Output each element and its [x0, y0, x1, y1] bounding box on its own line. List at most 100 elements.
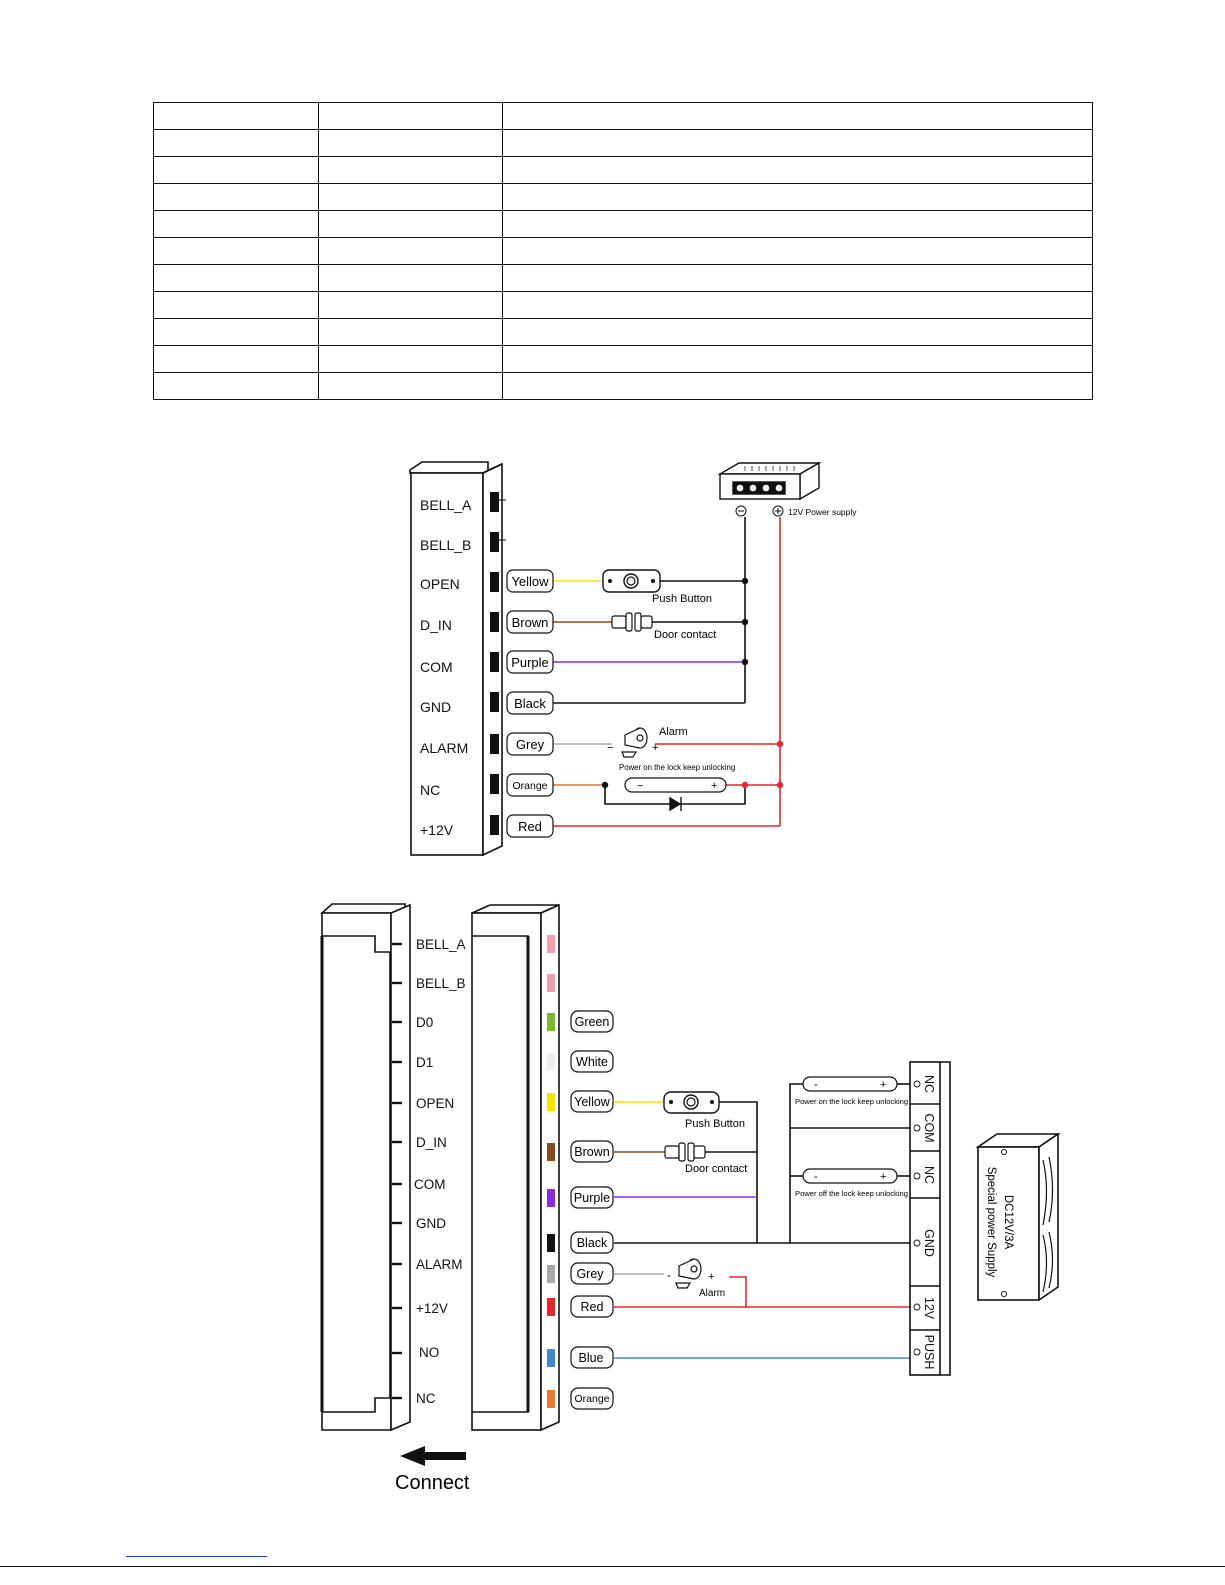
door-contact-label: Door contact: [654, 629, 716, 641]
wire-label-orange: Orange: [574, 1393, 609, 1405]
supply-terminal-block: [909, 1061, 951, 1376]
alarm-minus: -: [667, 1270, 671, 1282]
push-button-icon: [663, 1091, 720, 1114]
supply-term-label: 12V: [922, 1297, 936, 1320]
psu-description: Special power Supply: [985, 1167, 997, 1278]
table-row: [153, 210, 1093, 238]
table-cell: [502, 156, 1093, 184]
terminal-label: D1: [416, 1055, 433, 1070]
door-contact-label: Door contact: [685, 1163, 747, 1175]
table-row: [153, 372, 1093, 400]
power-supply-icon: [717, 461, 822, 501]
wire-label-white: White: [576, 1055, 608, 1069]
lock-on-label: Power on the lock keep unlocking: [795, 1097, 908, 1106]
wire-label-yellow: Yellow: [511, 574, 549, 589]
terminal-label: +12V: [420, 822, 454, 838]
table-cell: [318, 345, 503, 373]
terminal-label: BELL_A: [420, 497, 472, 513]
terminal-label: OPEN: [420, 576, 460, 592]
lock-plus: +: [880, 1079, 886, 1091]
lock-icon: − +: [624, 777, 727, 793]
table-cell: [318, 318, 503, 346]
wire-label-blue: Blue: [578, 1351, 603, 1365]
terminal-label: COM: [420, 659, 453, 675]
table-cell: [502, 102, 1093, 130]
lock-on-icon: - +: [802, 1076, 898, 1092]
lock-plus: +: [711, 780, 717, 792]
alarm-label: Alarm: [659, 726, 688, 738]
supply-term-label: GND: [922, 1229, 936, 1257]
terminal-blocks-1: [490, 492, 506, 835]
terminal-label: BELL_B: [416, 976, 466, 991]
supply-screws: [913, 1080, 921, 1356]
door-contact-icon: [664, 1142, 706, 1162]
table-row: [153, 183, 1093, 211]
alarm-siren-icon: [621, 727, 648, 758]
supply-term-label: COM: [922, 1113, 936, 1142]
wire-label-orange: Orange: [512, 780, 547, 792]
terminal-label: ALARM: [416, 1257, 463, 1272]
table-cell: [153, 237, 319, 265]
wire-label-green: Green: [575, 1015, 610, 1029]
connector-panel-left: [319, 903, 411, 1432]
table-row: [153, 318, 1093, 346]
spec-table: [153, 102, 1093, 400]
terminal-label: NO: [419, 1345, 439, 1360]
terminal-labels-1: BELL_A BELL_B OPEN D_IN COM GND ALARM NC…: [420, 497, 472, 838]
wires-2: [614, 1083, 910, 1359]
table-cell: [153, 264, 319, 292]
terminal-label: NC: [416, 1391, 436, 1406]
terminal-label: D_IN: [416, 1135, 447, 1150]
table-cell: [153, 345, 319, 373]
wire-label-yellow: Yellow: [574, 1095, 611, 1109]
power-supply-label: 12V Power supply: [788, 507, 857, 517]
table-cell: [502, 183, 1093, 211]
terminal-label: D_IN: [420, 617, 452, 633]
terminal-label: BELL_B: [420, 537, 471, 553]
table-cell: [318, 183, 503, 211]
terminal-label: COM: [414, 1177, 446, 1192]
wire-label-grey: Grey: [576, 1267, 604, 1281]
psu-polarity: [735, 505, 784, 517]
wire-label-black: Black: [514, 696, 546, 711]
terminal-label: GND: [416, 1216, 446, 1231]
table-cell: [153, 372, 319, 400]
wire-stubs-2: [547, 935, 555, 1408]
terminal-labels-2: BELL_A BELL_B D0 D1 OPEN D_IN COM GND AL…: [414, 937, 466, 1406]
terminal-label: ALARM: [420, 740, 468, 756]
alarm-label: Alarm: [699, 1288, 725, 1299]
lock-minus: -: [814, 1171, 818, 1183]
reader-body-2: [471, 903, 560, 1432]
table-cell: [318, 372, 503, 400]
supply-term-label: NC: [922, 1075, 936, 1093]
lock-label: Power on the lock keep unlocking: [619, 763, 735, 772]
wire-label-brown: Brown: [512, 615, 549, 630]
arrow-left-icon: [400, 1446, 466, 1466]
wire-label-purple: Purple: [574, 1191, 610, 1205]
table-row: [153, 345, 1093, 373]
junction-dots-1: [601, 577, 784, 789]
table-cell: [153, 210, 319, 238]
terminal-label: GND: [420, 699, 451, 715]
push-button-label: Push Button: [652, 593, 712, 605]
diode-icon: [669, 796, 682, 812]
connect-label: Connect: [395, 1472, 470, 1494]
terminal-label: BELL_A: [416, 937, 466, 952]
table-cell: [502, 372, 1093, 400]
footer-link-underline: [126, 1556, 267, 1557]
push-button-icon: [602, 569, 661, 593]
wire-label-red: Red: [581, 1300, 604, 1314]
terminal-label: D0: [416, 1015, 433, 1030]
table-cell: [502, 129, 1093, 157]
wire-labels-2: Green White Yellow Brown Purple Black Gr…: [570, 1010, 614, 1410]
table-row: [153, 156, 1093, 184]
table-cell: [318, 210, 503, 238]
psu-rating: DC12V/3A: [1002, 1195, 1014, 1250]
wire-label-black: Black: [577, 1236, 608, 1250]
table-cell: [153, 156, 319, 184]
alarm-plus: +: [652, 742, 658, 754]
footer-rule: [0, 1566, 1225, 1567]
supply-terminal-labels: NC COM NC GND 12V PUSH: [922, 1075, 936, 1369]
wire-label-brown: Brown: [574, 1145, 609, 1159]
